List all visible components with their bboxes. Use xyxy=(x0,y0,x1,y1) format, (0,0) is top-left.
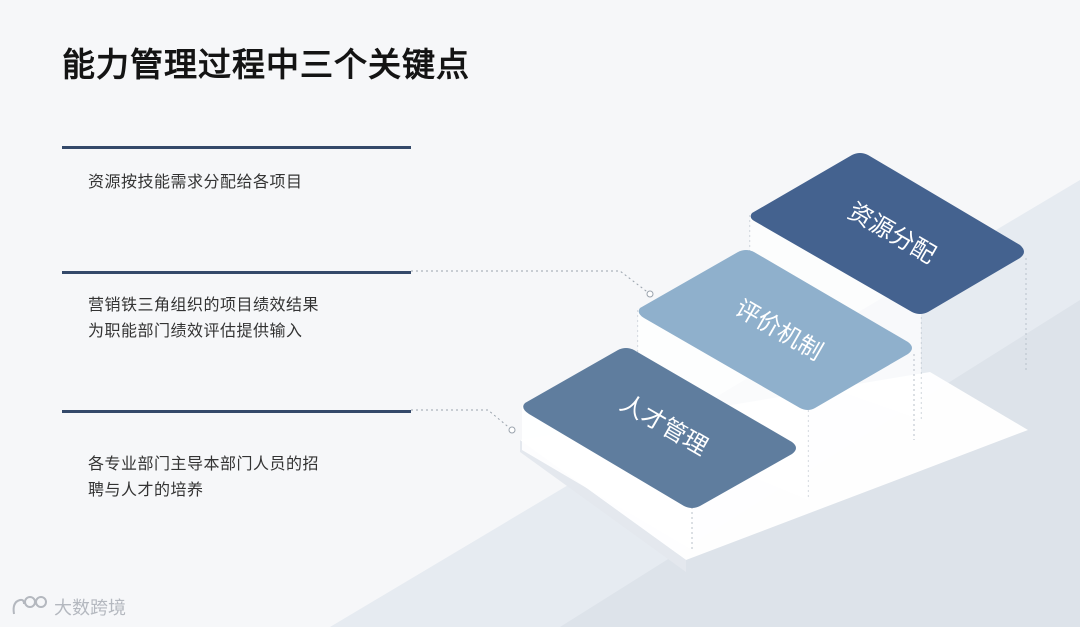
logo-icon xyxy=(12,596,47,615)
page-title: 能力管理过程中三个关键点 xyxy=(62,45,470,84)
connector-dot-2 xyxy=(646,290,654,298)
step-3-top xyxy=(750,153,1024,314)
divider-1 xyxy=(62,146,411,149)
point-3-line-2: 聘与人才的培养 xyxy=(88,480,204,499)
step-1: 人才管理 xyxy=(523,348,796,508)
step-1-side xyxy=(522,405,692,550)
watermark-text: 大数跨境 xyxy=(54,598,126,619)
step-2: 评价机制 xyxy=(638,250,912,410)
watermark-logo: 大数跨境 xyxy=(10,594,126,620)
point-3-text: 各专业部门主导本部门人员的招 聘与人才的培养 xyxy=(88,451,388,503)
point-2-line-2: 为职能部门绩效评估提供输入 xyxy=(88,321,303,340)
connector-line-3 xyxy=(411,409,513,431)
point-2-text: 营销铁三角组织的项目绩效结果 为职能部门绩效评估提供输入 xyxy=(88,292,388,344)
point-3-line-1: 各专业部门主导本部门人员的招 xyxy=(88,454,320,473)
point-1-line: 资源按技能需求分配给各项目 xyxy=(88,172,303,191)
connector-dot-3 xyxy=(508,426,516,434)
point-2-line-1: 营销铁三角组织的项目绩效结果 xyxy=(88,295,320,314)
step-2-top xyxy=(638,250,912,410)
divider-3 xyxy=(62,410,411,413)
step-3: 资源分配 xyxy=(750,153,1024,314)
divider-2 xyxy=(62,271,411,274)
step-1-top xyxy=(523,348,796,508)
connector-line-2 xyxy=(411,270,651,295)
point-1-text: 资源按技能需求分配给各项目 xyxy=(88,169,388,195)
